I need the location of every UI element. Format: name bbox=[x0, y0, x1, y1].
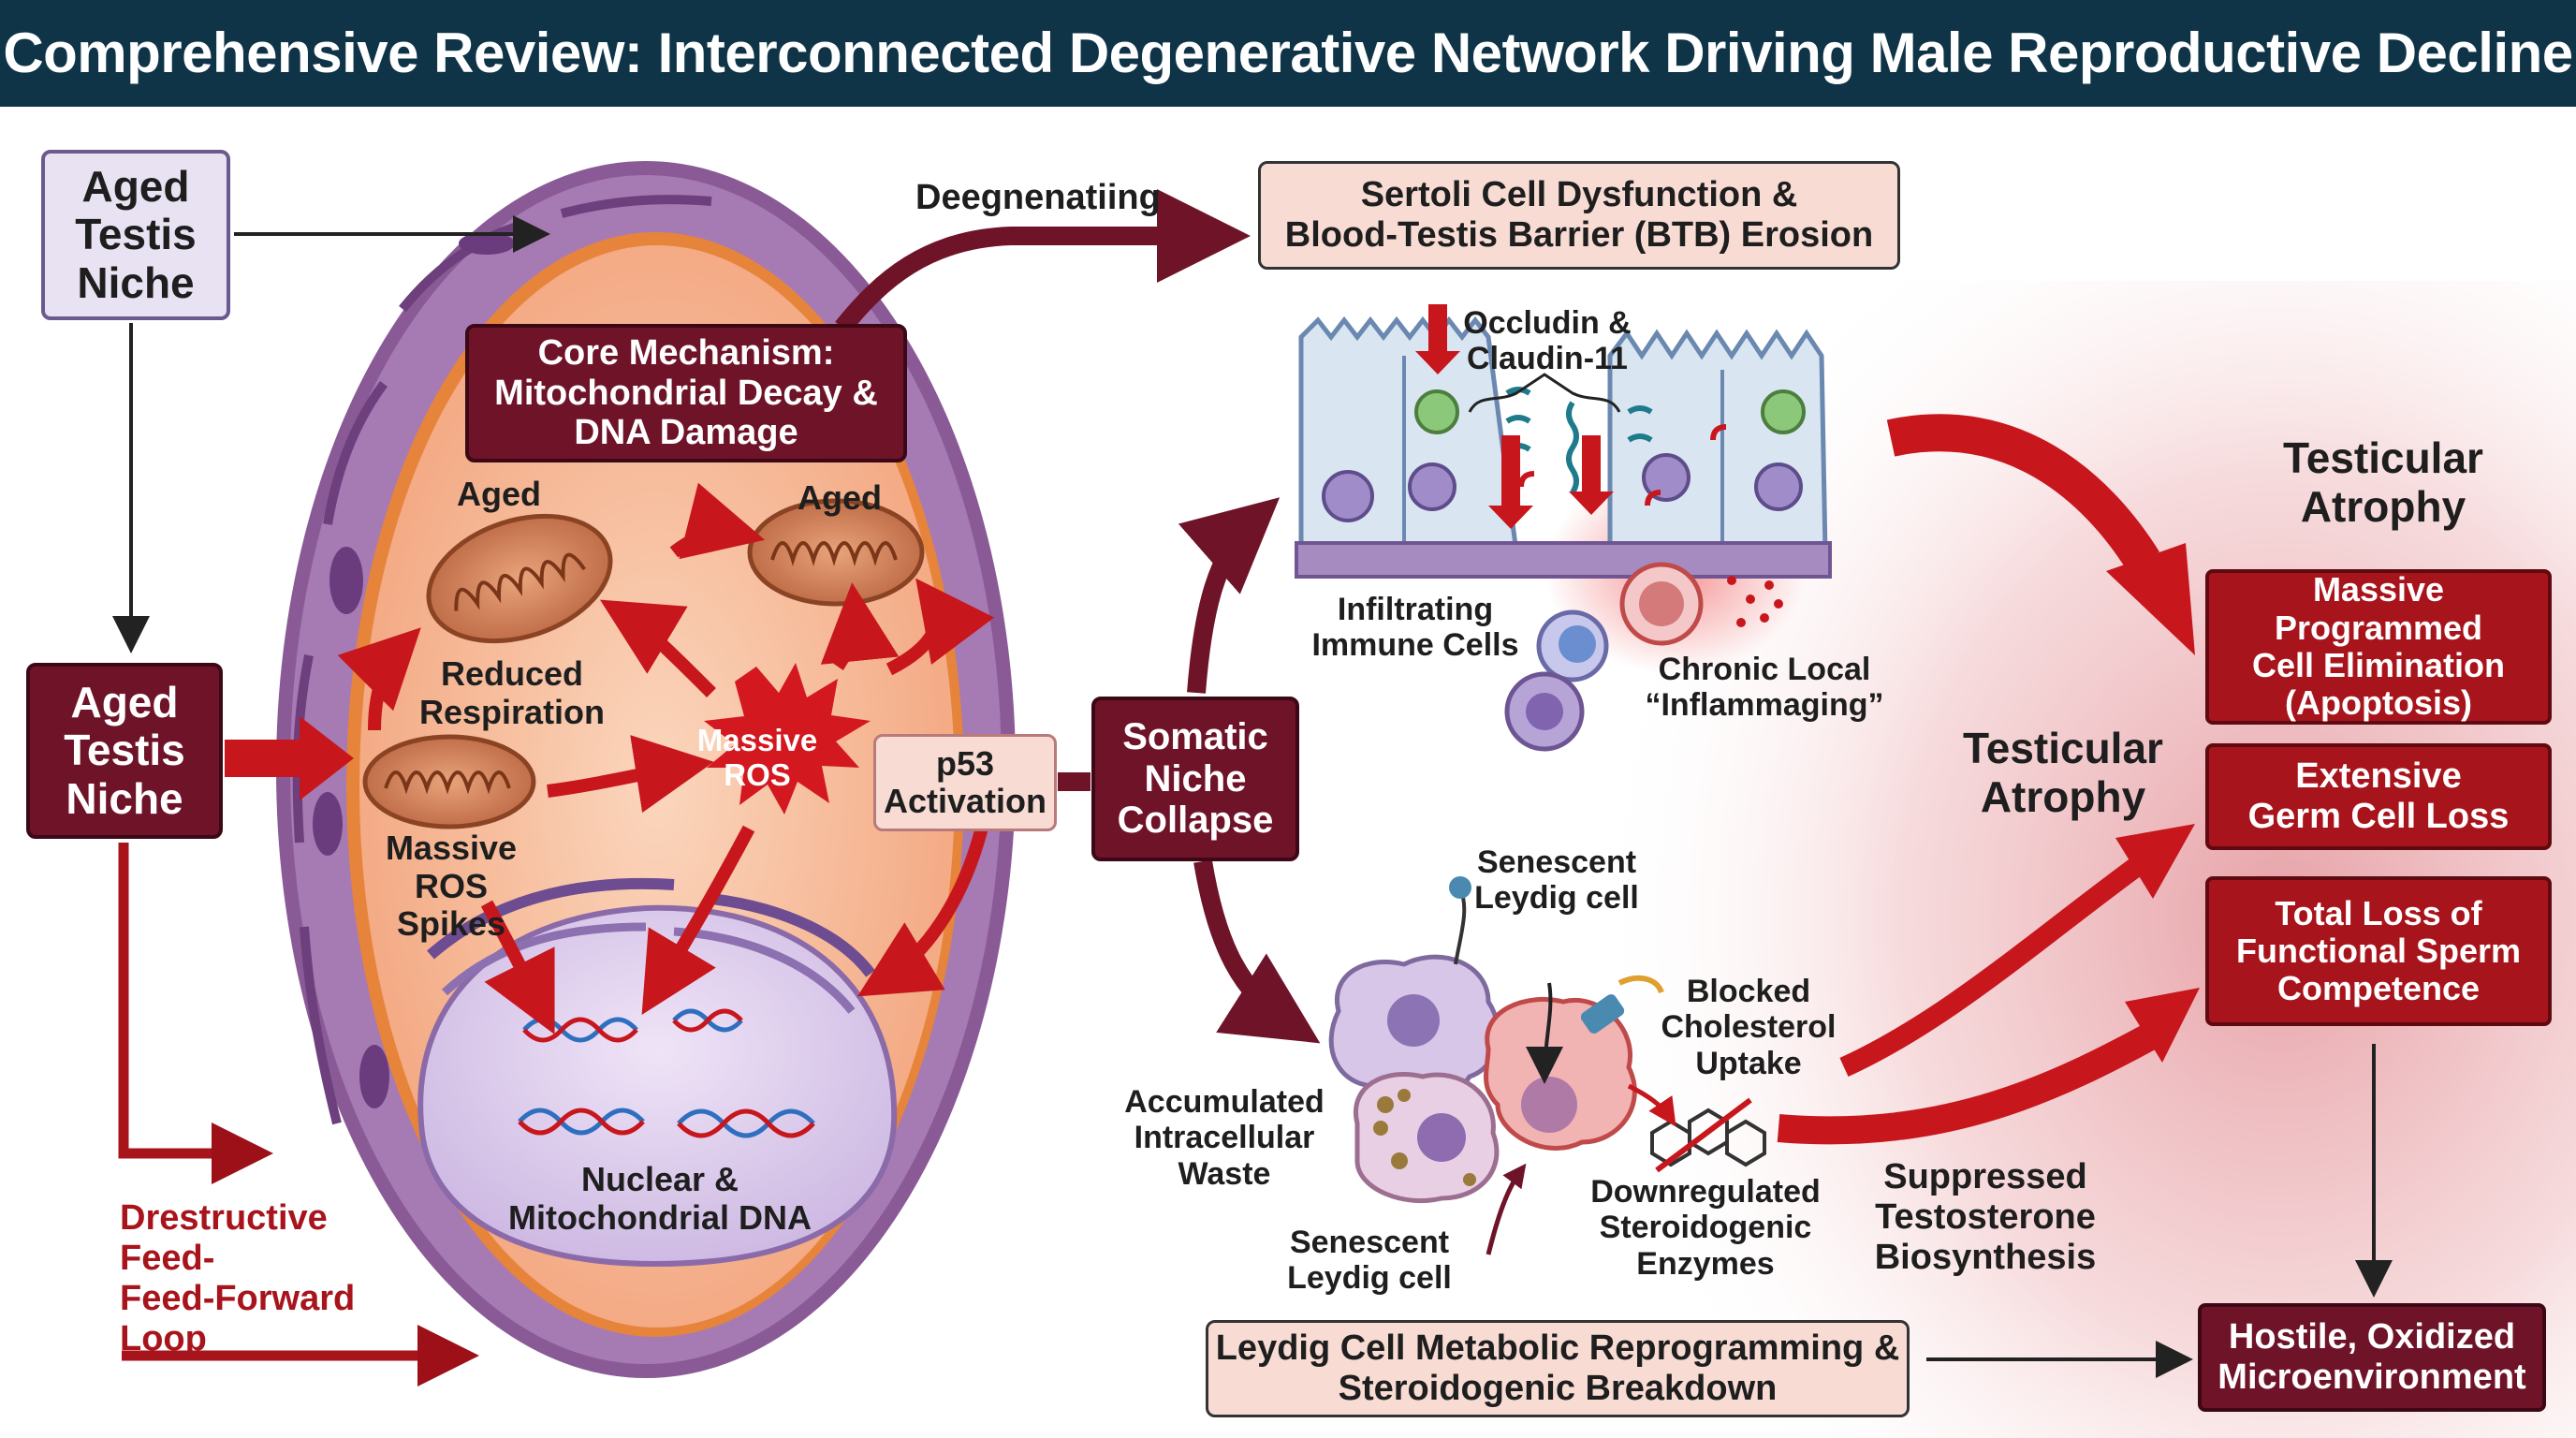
tubule-cell bbox=[276, 161, 1016, 1378]
apoptosis-box: Massive Programmed Cell Elimination (Apo… bbox=[2205, 569, 2552, 725]
core-mechanism-box: Core Mechanism: Mitochondrial Decay & DN… bbox=[465, 324, 907, 462]
testicular-atrophy-top-label: Testicular Atrophy bbox=[2283, 433, 2483, 531]
somatic-niche-collapse-box: Somatic Niche Collapse bbox=[1091, 697, 1299, 861]
senescent-leydig-top-label: Senescent Leydig cell bbox=[1474, 844, 1639, 917]
senescent-leydig-bottom-label: Senescent Leydig cell bbox=[1287, 1225, 1452, 1297]
page-title: Comprehensive Review: Interconnected Deg… bbox=[3, 22, 2573, 84]
leydig-title-box: Leydig Cell Metabolic Reprogramming & St… bbox=[1206, 1320, 1910, 1417]
nuclear-dna-label: Nuclear & Mitochondrial DNA bbox=[508, 1160, 812, 1237]
testicular-atrophy-mid-label: Testicular Atrophy bbox=[1963, 724, 2163, 821]
degenerating-label: Deegnenatiing bbox=[915, 178, 1161, 217]
aged-niche-box-top: Aged Testis Niche bbox=[41, 150, 230, 320]
left-connectors bbox=[112, 215, 550, 1387]
mitochondrion-aged-1 bbox=[426, 513, 613, 644]
feed-forward-loop-label: Drestructive Feed- Feed-Forward Loop bbox=[120, 1198, 356, 1358]
infiltrating-immune-label: Infiltrating Immune Cells bbox=[1311, 592, 1519, 664]
accumulated-waste-label: Accumulated Intracellular Waste bbox=[1124, 1084, 1325, 1192]
sertoli-btb-title-box: Sertoli Cell Dysfunction & Blood-Testis … bbox=[1258, 161, 1900, 270]
aged-niche-box-mid: Aged Testis Niche bbox=[26, 663, 223, 839]
occludin-claudin-label: Occludin & Claudin-11 bbox=[1463, 305, 1632, 377]
downregulated-enzymes-label: Downregulated Steroidogenic Enzymes bbox=[1590, 1174, 1821, 1282]
leydig-illustration bbox=[1328, 876, 1766, 1255]
suppressed-testosterone-label: Suppressed Testosterone Biosynthesis bbox=[1874, 1157, 2097, 1277]
aged-label-1: Aged bbox=[457, 475, 541, 513]
btb-illustration bbox=[1295, 304, 1832, 752]
center-arrows bbox=[835, 189, 1321, 1044]
aged-label-2: Aged bbox=[798, 478, 882, 517]
blocked-cholesterol-label: Blocked Cholesterol Uptake bbox=[1661, 974, 1837, 1081]
germ-cell-loss-box: Extensive Germ Cell Loss bbox=[2205, 743, 2552, 850]
hostile-microenvironment-box: Hostile, Oxidized Microenvironment bbox=[2198, 1303, 2546, 1412]
p53-activation-box: p53 Activation bbox=[873, 734, 1057, 831]
reduced-respiration-label: Reduced Respiration bbox=[419, 654, 606, 731]
header-bar bbox=[0, 0, 2576, 107]
inflammaging-label: Chronic Local “Inflammaging” bbox=[1645, 652, 1884, 724]
mitochondrion-spikes bbox=[362, 734, 536, 829]
massive-ros-spikes-label: Massive ROS Spikes bbox=[385, 829, 518, 944]
internal-arrows bbox=[337, 482, 995, 1035]
ros-starburst bbox=[704, 663, 871, 814]
atrophy-arrows bbox=[1777, 414, 2200, 1145]
massive-ros-label: Massive ROS bbox=[696, 723, 818, 793]
sperm-competence-box: Total Loss of Functional Sperm Competenc… bbox=[2205, 876, 2552, 1026]
